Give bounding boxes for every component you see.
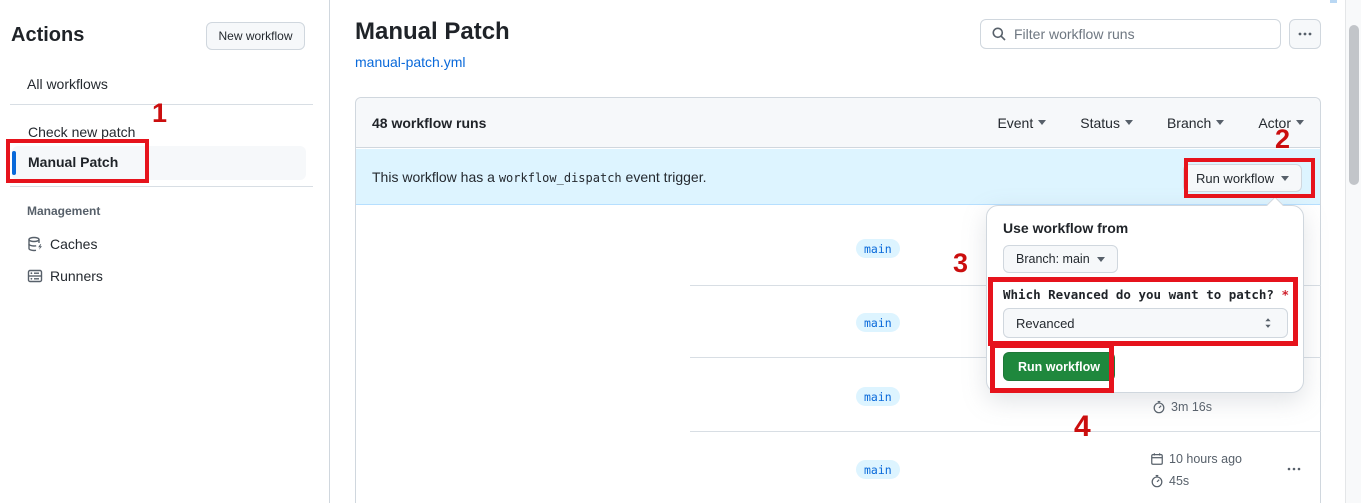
branch-select-button[interactable]: Branch: main xyxy=(1003,245,1118,273)
branch-badge[interactable]: main xyxy=(856,239,900,258)
filter-branch[interactable]: Branch xyxy=(1166,114,1225,131)
sidebar-title: Actions xyxy=(11,24,85,46)
sidebar-item-caches[interactable]: Caches xyxy=(27,236,97,252)
page-scrollbar[interactable] xyxy=(1345,0,1361,503)
run-start-time: 10 hours ago xyxy=(1150,452,1242,466)
run-workflow-label: Run workflow xyxy=(1195,170,1274,186)
chevron-down-icon xyxy=(1124,120,1133,125)
run-row-options-button[interactable] xyxy=(1280,458,1308,480)
filter-runs-searchbox[interactable] xyxy=(980,19,1281,49)
kebab-horizontal-icon xyxy=(1287,467,1301,471)
top-blue-strip xyxy=(1330,0,1337,3)
start-time-label: 10 hours ago xyxy=(1169,452,1242,466)
sidebar-item-all-workflows[interactable]: All workflows xyxy=(27,76,108,92)
popup-heading: Use workflow from xyxy=(1003,220,1129,236)
chevron-down-icon xyxy=(1038,120,1047,125)
management-section-label: Management xyxy=(27,204,101,218)
select-value: Revanced xyxy=(1016,315,1075,331)
filter-label: Branch xyxy=(1166,114,1212,131)
active-indicator-bar xyxy=(12,151,16,175)
chevron-down-icon xyxy=(1216,120,1225,125)
branch-badge[interactable]: main xyxy=(856,387,900,406)
run-workflow-submit-button[interactable]: Run workflow xyxy=(1003,352,1115,381)
page-more-options-button[interactable] xyxy=(1289,19,1321,49)
banner-code: workflow_dispatch xyxy=(498,170,622,185)
banner-text: This workflow has a workflow_dispatch ev… xyxy=(372,169,706,185)
banner-text-suffix: event trigger. xyxy=(625,168,707,185)
chevron-down-icon xyxy=(1296,120,1304,125)
run-workflow-popup: Use workflow from Branch: main Which Rev… xyxy=(986,196,1304,393)
branch-select-label: Branch: main xyxy=(1016,252,1090,266)
filter-event[interactable]: Event xyxy=(997,114,1047,131)
input-label-text: Which Revanced do you want to patch? xyxy=(1003,287,1274,302)
banner-text-prefix: This workflow has a xyxy=(372,168,495,185)
revanced-select[interactable]: Revanced xyxy=(1003,308,1288,338)
workflow-runs-count: 48 workflow runs xyxy=(372,114,487,131)
branch-badge[interactable]: main xyxy=(856,460,900,479)
sidebar-item-label: Caches xyxy=(50,236,98,252)
sidebar-item-label: Manual Patch xyxy=(28,154,119,170)
actions-sidebar: Actions New workflow All workflows Check… xyxy=(0,0,330,503)
workflow-runs-table: 48 workflow runs Event Status Branch Act… xyxy=(355,97,1321,503)
sidebar-item-runners[interactable]: Runners xyxy=(27,268,103,284)
sidebar-divider xyxy=(10,104,313,105)
duration-label: 3m 16s xyxy=(1171,400,1212,414)
search-input[interactable] xyxy=(1014,26,1270,42)
run-duration: 45s xyxy=(1150,474,1189,488)
run-workflow-dropdown-button[interactable]: Run workflow xyxy=(1182,164,1302,192)
branch-badge[interactable]: main xyxy=(856,313,900,332)
calendar-icon xyxy=(1151,453,1163,465)
chevron-down-icon xyxy=(1281,175,1289,181)
runs-filters: Event Status Branch Actor xyxy=(997,115,1304,131)
sidebar-divider xyxy=(10,186,313,187)
runners-server-icon xyxy=(27,269,43,283)
chevron-down-icon xyxy=(1096,256,1105,262)
scrollbar-thumb[interactable] xyxy=(1349,25,1359,185)
sidebar-item-label: Runners xyxy=(50,268,103,284)
stopwatch-icon xyxy=(1151,474,1163,488)
required-asterisk: * xyxy=(1281,287,1289,302)
kebab-horizontal-icon xyxy=(1298,32,1312,36)
filter-actor[interactable]: Actor xyxy=(1258,115,1304,131)
workflow-file-link[interactable]: manual-patch.yml xyxy=(355,54,466,70)
sidebar-item-manual-patch[interactable]: Manual Patch xyxy=(12,146,306,180)
workflow-dispatch-banner: This workflow has a workflow_dispatch ev… xyxy=(356,149,1320,205)
duration-label: 45s xyxy=(1169,474,1190,488)
filter-label: Actor xyxy=(1258,114,1291,131)
sidebar-item-check-new-patch[interactable]: Check new patch xyxy=(28,124,136,140)
filter-status[interactable]: Status xyxy=(1080,115,1133,131)
cache-database-icon xyxy=(28,236,42,252)
runs-table-header: 48 workflow runs Event Status Branch Act… xyxy=(356,98,1320,148)
page-title: Manual Patch xyxy=(355,18,510,45)
unfold-icon xyxy=(1265,318,1271,328)
stopwatch-icon xyxy=(1153,400,1165,414)
run-duration: 3m 16s xyxy=(1152,400,1212,414)
filter-label: Event xyxy=(997,114,1034,131)
search-icon xyxy=(992,27,1006,41)
new-workflow-button[interactable]: New workflow xyxy=(206,22,305,50)
filter-label: Status xyxy=(1080,114,1120,131)
row-divider xyxy=(690,431,1321,432)
workflow-input-label: Which Revanced do you want to patch? * xyxy=(1003,287,1289,302)
